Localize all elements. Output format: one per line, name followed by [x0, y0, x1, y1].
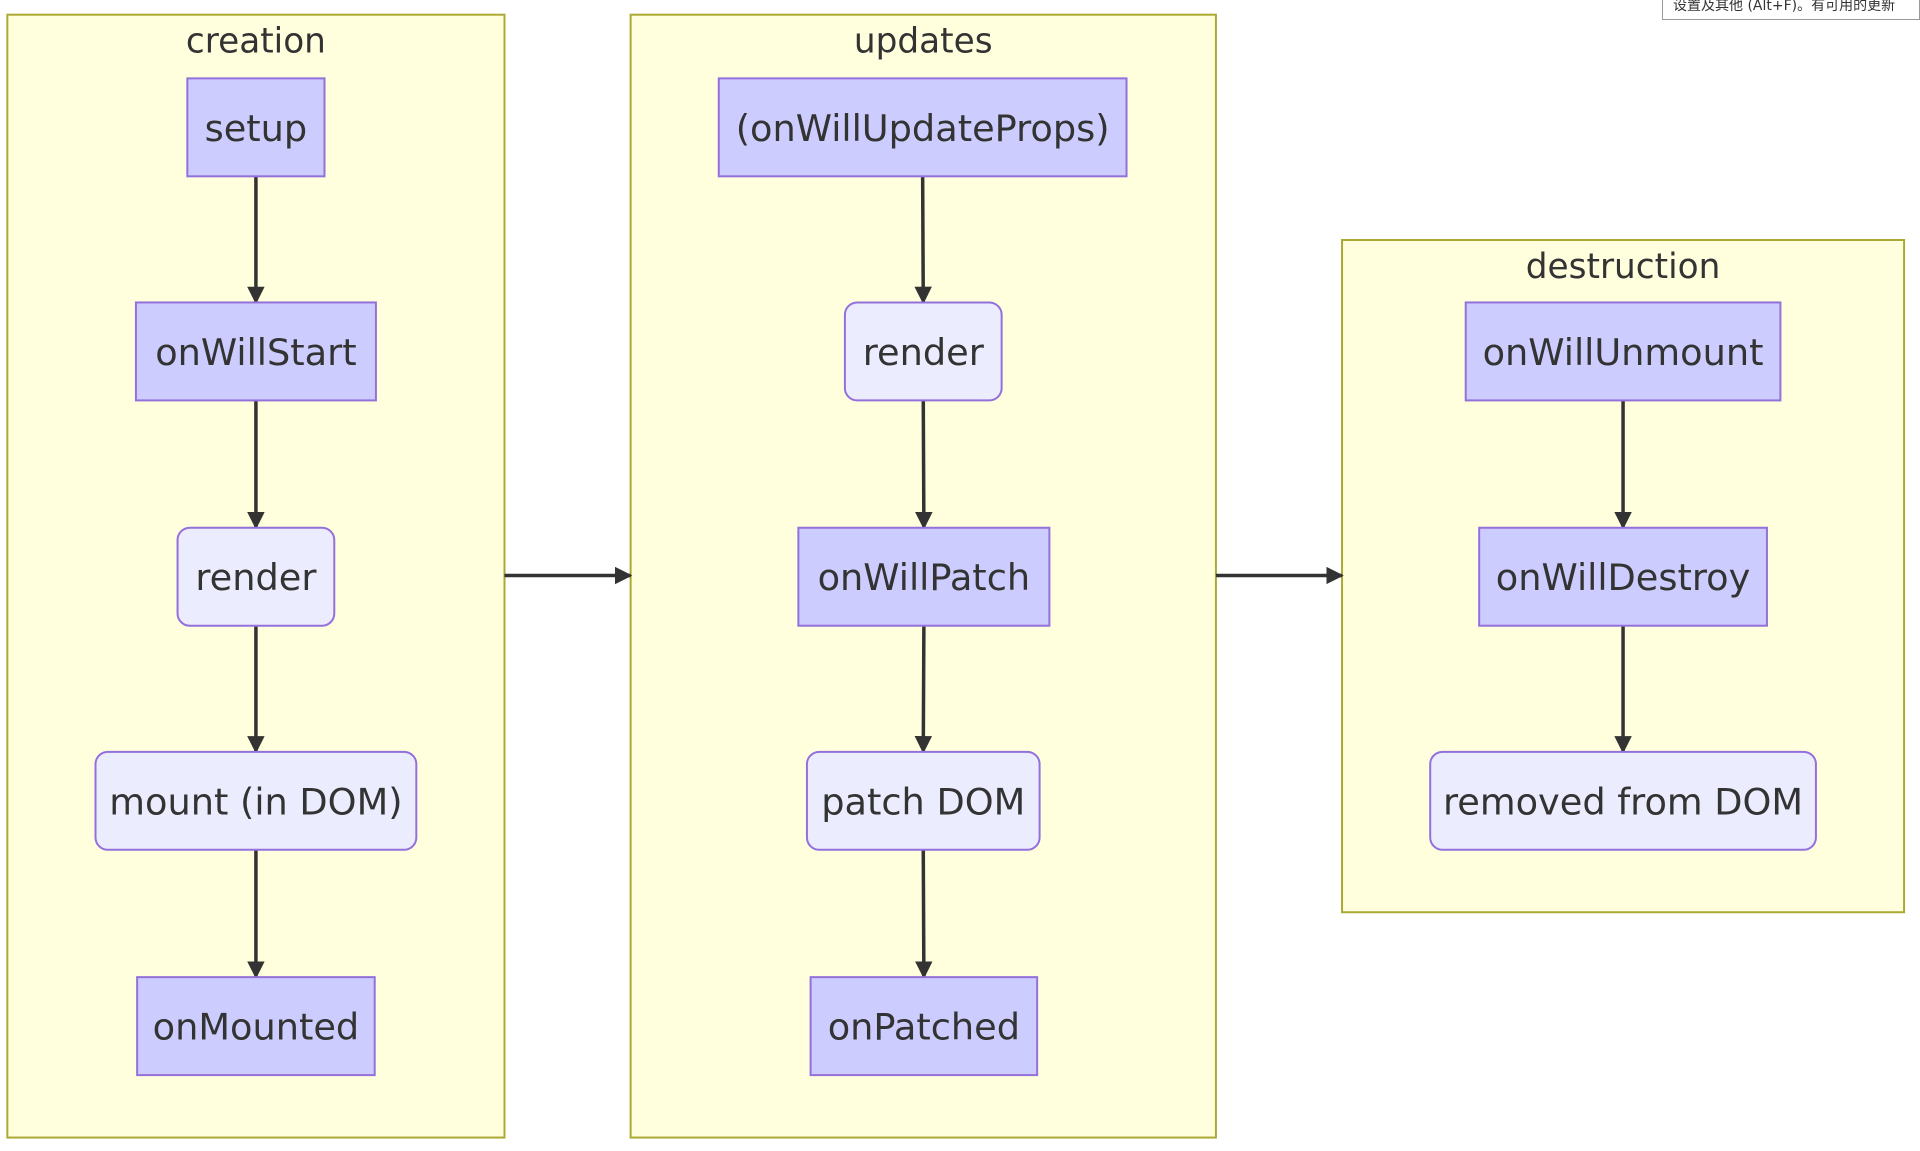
node-label: onWillDestroy	[1496, 556, 1751, 599]
node-c-mounted: onMounted	[136, 976, 376, 1077]
node-label: onWillPatch	[818, 556, 1031, 599]
node-box	[1429, 750, 1817, 851]
edge-u-render-to-u-willpatch	[915, 400, 933, 530]
node-u-willpatch: onWillPatch	[797, 526, 1051, 627]
cluster-title: creation	[186, 22, 326, 62]
node-u-patched: onPatched	[809, 976, 1039, 1077]
node-label: onWillUnmount	[1483, 331, 1764, 374]
node-label: (onWillUpdateProps)	[736, 107, 1110, 150]
node-u-props: (onWillUpdateProps)	[717, 77, 1128, 178]
node-label: onPatched	[828, 1006, 1020, 1049]
node-d-removed: removed from DOM	[1429, 750, 1817, 851]
node-box	[1478, 526, 1768, 627]
node-box	[136, 976, 376, 1077]
node-box	[94, 750, 418, 851]
tooltip: 设置及其他 (Alt+F)。有可用的更新	[1662, 0, 1920, 20]
node-c-render: render	[176, 526, 336, 627]
edge-u-willpatch-to-u-patch	[914, 625, 933, 754]
cluster-title: destruction	[1526, 247, 1721, 287]
node-u-render: render	[843, 301, 1003, 402]
node-box	[186, 77, 326, 178]
node-label: mount (in DOM)	[109, 780, 402, 823]
node-c-willstart: onWillStart	[134, 301, 377, 402]
node-box	[805, 750, 1041, 851]
node-d-destroy: onWillDestroy	[1478, 526, 1768, 627]
node-box	[797, 526, 1051, 627]
node-box	[717, 77, 1128, 178]
node-u-patch: patch DOM	[805, 750, 1041, 851]
node-box	[1464, 301, 1782, 402]
node-label: render	[863, 331, 985, 374]
node-label: render	[195, 556, 317, 599]
node-label: patch DOM	[821, 780, 1025, 823]
node-label: removed from DOM	[1443, 780, 1803, 823]
node-d-unmount: onWillUnmount	[1464, 301, 1782, 402]
node-box	[843, 301, 1003, 402]
cluster-title: updates	[854, 22, 993, 62]
node-box	[176, 526, 336, 627]
node-label: onMounted	[153, 1006, 360, 1049]
node-label: setup	[205, 107, 308, 150]
edge-u-props-to-u-render	[914, 176, 932, 305]
tooltip-text: 设置及其他 (Alt+F)。有可用的更新	[1673, 0, 1896, 14]
node-setup: setup	[186, 77, 326, 178]
node-c-mount: mount (in DOM)	[94, 750, 418, 851]
node-label: onWillStart	[155, 331, 356, 374]
node-box	[134, 301, 377, 402]
edge-u-patch-to-u-patched	[915, 849, 933, 979]
node-box	[809, 976, 1039, 1077]
